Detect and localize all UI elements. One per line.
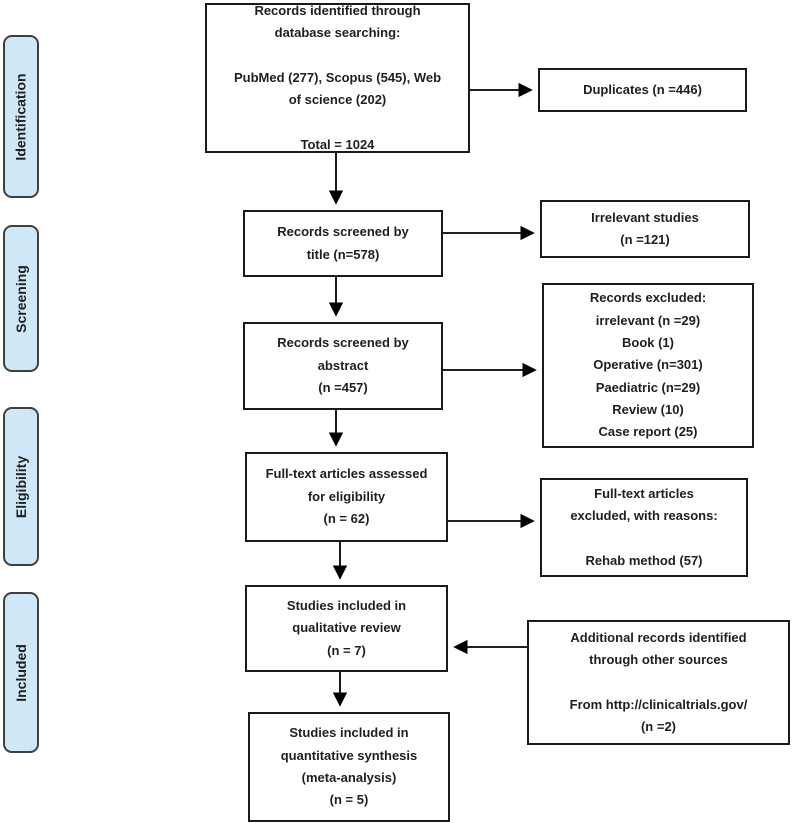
duplicates-box: Duplicates (n =446)	[538, 68, 747, 112]
stage-label-screening-text: Screening	[13, 264, 30, 333]
stage-label-eligibility-text: Eligibility	[13, 455, 30, 518]
stage-label-identification: Identification	[3, 35, 39, 198]
stage-label-included-text: Included	[13, 643, 29, 702]
quantitative-synthesis-box: Studies included in quantitative synthes…	[248, 712, 450, 822]
records-excluded-box: Records excluded: irrelevant (n =29) Boo…	[542, 283, 754, 448]
screened-by-title-box: Records screened by title (n=578)	[243, 210, 443, 277]
additional-records-box: Additional records identified through ot…	[527, 620, 790, 745]
irrelevant-studies-box: Irrelevant studies (n =121)	[540, 200, 750, 258]
stage-label-screening: Screening	[3, 225, 39, 372]
fulltext-excluded-box: Full-text articles excluded, with reason…	[540, 478, 748, 577]
records-identified-box: Records identified through database sear…	[205, 3, 470, 153]
screened-by-abstract-box: Records screened by abstract (n =457)	[243, 322, 443, 410]
stage-label-eligibility: Eligibility	[3, 407, 39, 566]
fulltext-assessed-box: Full-text articles assessed for eligibil…	[245, 452, 448, 542]
qualitative-review-box: Studies included in qualitative review (…	[245, 585, 448, 672]
stage-label-identification-text: Identification	[13, 72, 29, 161]
stage-label-included: Included	[3, 592, 39, 753]
